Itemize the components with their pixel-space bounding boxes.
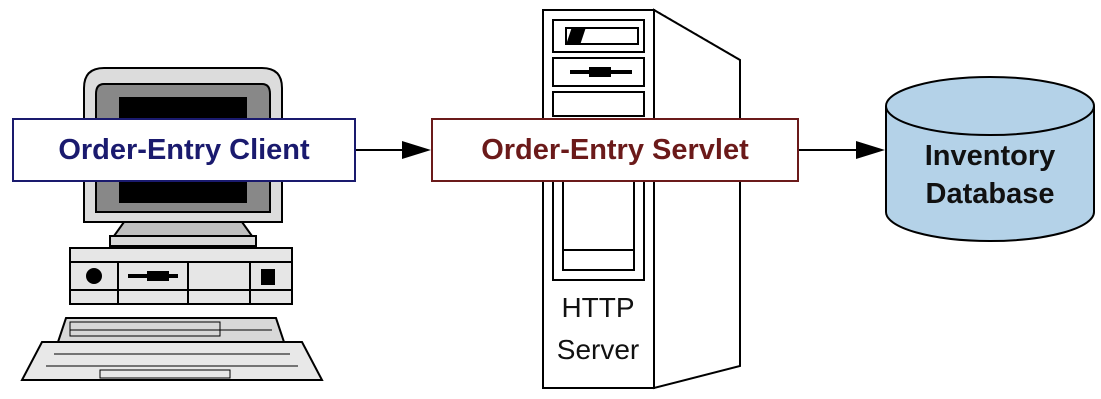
client-label: Order-Entry Client xyxy=(12,118,356,182)
connection-client-to-servlet xyxy=(356,141,431,159)
connection-servlet-to-database xyxy=(799,141,885,159)
server-caption-line2: Server xyxy=(556,334,640,365)
client-label-text: Order-Entry Client xyxy=(58,133,310,166)
server-caption-line1: HTTP xyxy=(561,292,635,323)
database-cylinder-icon xyxy=(885,76,1095,242)
servlet-label-text: Order-Entry Servlet xyxy=(481,133,749,166)
database-label-line2: Database xyxy=(925,178,1055,210)
servlet-label: Order-Entry Servlet xyxy=(431,118,799,182)
database-label-line1: Inventory xyxy=(924,140,1056,172)
tower-server-icon xyxy=(542,8,741,390)
desktop-computer-icon xyxy=(20,67,324,381)
